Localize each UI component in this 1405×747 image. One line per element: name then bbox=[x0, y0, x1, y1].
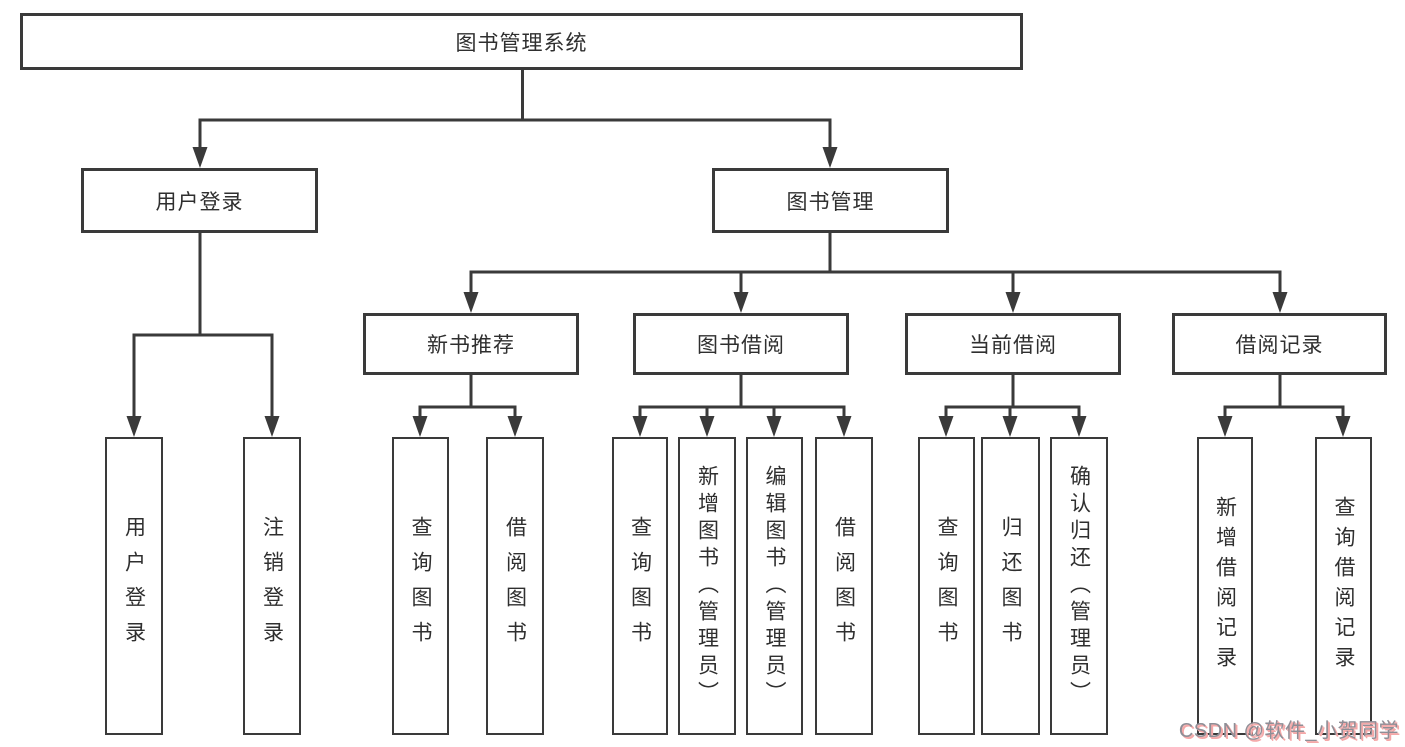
leaf-bb-add-book-admin: 新增图书（管理员） bbox=[678, 437, 736, 735]
node-current-borrowing: 当前借阅 bbox=[905, 313, 1121, 375]
node-book-management: 图书管理 bbox=[712, 168, 949, 233]
leaf-label: 借阅图书 bbox=[832, 516, 856, 656]
leaf-label: 新增图书（管理员） bbox=[695, 464, 719, 708]
leaf-cb-query-books: 查询图书 bbox=[918, 437, 975, 735]
leaf-label: 借阅图书 bbox=[503, 516, 527, 656]
leaf-nb-query-books: 查询图书 bbox=[392, 437, 449, 735]
leaf-logout: 注销登录 bbox=[243, 437, 301, 735]
leaf-label: 归还图书 bbox=[999, 516, 1022, 656]
node-book-borrowing: 图书借阅 bbox=[633, 313, 849, 375]
leaf-br-query-record: 查询借阅记录 bbox=[1315, 437, 1372, 735]
leaf-bb-query-books: 查询图书 bbox=[612, 437, 668, 735]
node-borrowing-records: 借阅记录 bbox=[1172, 313, 1387, 375]
node-new-book-recommend: 新书推荐 bbox=[363, 313, 579, 375]
leaf-label: 查询图书 bbox=[409, 516, 432, 656]
leaf-nb-borrow-books: 借阅图书 bbox=[486, 437, 544, 735]
leaf-bb-borrow-books: 借阅图书 bbox=[815, 437, 873, 735]
leaf-cb-confirm-return-admin: 确认归还（管理员） bbox=[1050, 437, 1108, 735]
node-user-login: 用户登录 bbox=[81, 168, 318, 233]
node-library-system: 图书管理系统 bbox=[20, 13, 1023, 70]
leaf-label: 编辑图书（管理员） bbox=[763, 464, 786, 708]
leaf-label: 查询图书 bbox=[935, 516, 958, 656]
leaf-cb-return-books: 归还图书 bbox=[981, 437, 1040, 735]
csdn-watermark: CSDN @软件_小贺同学 bbox=[1178, 720, 1399, 742]
leaf-label: 查询借阅记录 bbox=[1332, 496, 1355, 676]
leaf-label: 用户登录 bbox=[122, 516, 146, 656]
leaf-label: 注销登录 bbox=[260, 516, 284, 656]
leaf-label: 确认归还（管理员） bbox=[1067, 464, 1091, 708]
leaf-bb-edit-book-admin: 编辑图书（管理员） bbox=[746, 437, 803, 735]
leaf-label: 新增借阅记录 bbox=[1213, 496, 1237, 676]
leaf-label: 查询图书 bbox=[628, 516, 652, 656]
leaf-br-add-record: 新增借阅记录 bbox=[1197, 437, 1253, 735]
leaf-user-login: 用户登录 bbox=[105, 437, 163, 735]
